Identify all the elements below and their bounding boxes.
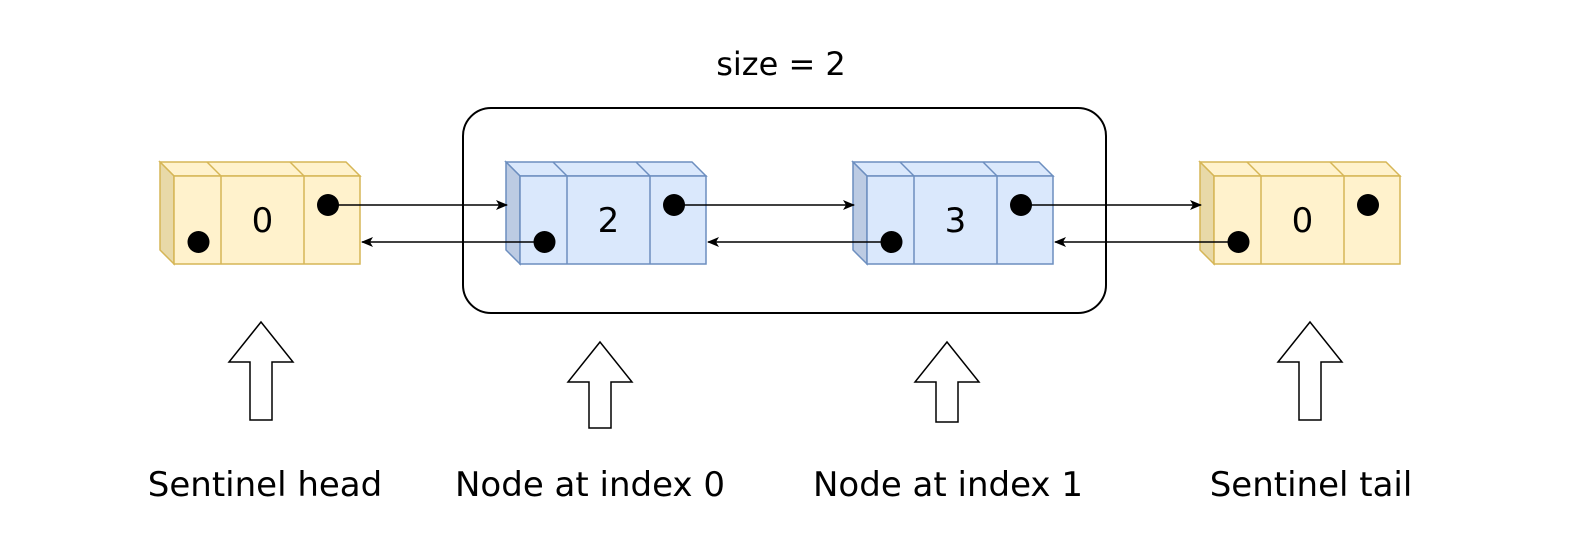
pointer-dots <box>187 194 1379 253</box>
box-side-face <box>1199 160 1215 266</box>
up-arrow-icon <box>913 340 981 423</box>
prev-pointer-dot <box>880 231 903 253</box>
pointer-arrows <box>328 200 1239 247</box>
next-pointer-dot <box>317 194 339 216</box>
prev-pointer-dot <box>533 231 556 253</box>
box-side-face <box>852 160 868 266</box>
node-value: 3 <box>945 201 967 241</box>
next-pointer-dot <box>663 194 685 216</box>
size-container <box>462 107 1107 314</box>
box-front-face <box>866 175 1054 265</box>
next-pointer-dot <box>1357 194 1379 216</box>
box-side-face <box>159 160 175 266</box>
caption-sentinel-head: Sentinel head <box>148 465 382 505</box>
next-pointer-dot <box>1010 194 1032 216</box>
box-top-face <box>504 161 708 177</box>
up-arrow-icon <box>227 320 295 421</box>
prev-pointer-dot <box>187 231 210 253</box>
box-top-face <box>1198 161 1402 177</box>
caption-node-index-0: Node at index 0 <box>455 465 725 505</box>
caption-node-index-1: Node at index 1 <box>813 465 1083 505</box>
box-top-face <box>851 161 1055 177</box>
box-side-face <box>505 160 521 266</box>
node-sentinel-tail: 0 <box>1198 160 1402 421</box>
node-index-1: 3 <box>851 160 1055 423</box>
node-value: 0 <box>252 201 274 241</box>
size-label: size = 2 <box>716 45 846 83</box>
prev-pointer-dot <box>1227 231 1250 253</box>
node-sentinel-head: 0 <box>158 160 362 421</box>
node-value: 0 <box>1292 201 1314 241</box>
box-top-face <box>158 161 362 177</box>
caption-sentinel-tail: Sentinel tail <box>1210 465 1413 505</box>
up-arrow-icon <box>566 340 634 429</box>
node-value: 2 <box>598 201 620 241</box>
up-arrow-icon <box>1276 320 1344 421</box>
